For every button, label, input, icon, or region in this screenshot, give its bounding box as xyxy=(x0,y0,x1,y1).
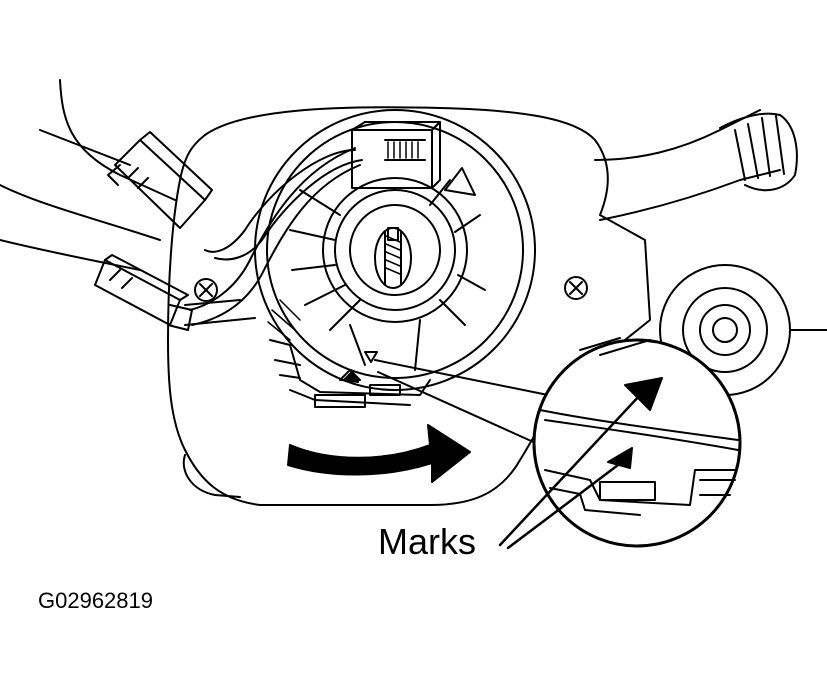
wire-harness xyxy=(185,148,362,325)
magnifier-circle xyxy=(534,338,740,546)
callout-leader xyxy=(375,360,548,445)
connector-lower xyxy=(95,255,192,330)
connector-upper xyxy=(108,132,212,228)
spiral-connector xyxy=(352,122,475,195)
rotation-arrow xyxy=(288,425,470,482)
combination-switch-lever xyxy=(595,110,797,220)
lower-cover xyxy=(184,455,240,497)
column-arm-left xyxy=(0,80,175,270)
alignment-mark-triangle xyxy=(365,352,377,362)
figure-code: G02962819 xyxy=(38,588,153,613)
screw-left xyxy=(195,279,217,301)
alignment-mark-small xyxy=(344,372,358,382)
screw-right xyxy=(565,277,587,299)
marks-label: Marks xyxy=(378,521,476,562)
steering-shaft xyxy=(375,228,411,288)
column-housing xyxy=(168,107,650,505)
spiral-cable xyxy=(255,110,535,390)
marks-pointer-arrows xyxy=(500,395,640,548)
